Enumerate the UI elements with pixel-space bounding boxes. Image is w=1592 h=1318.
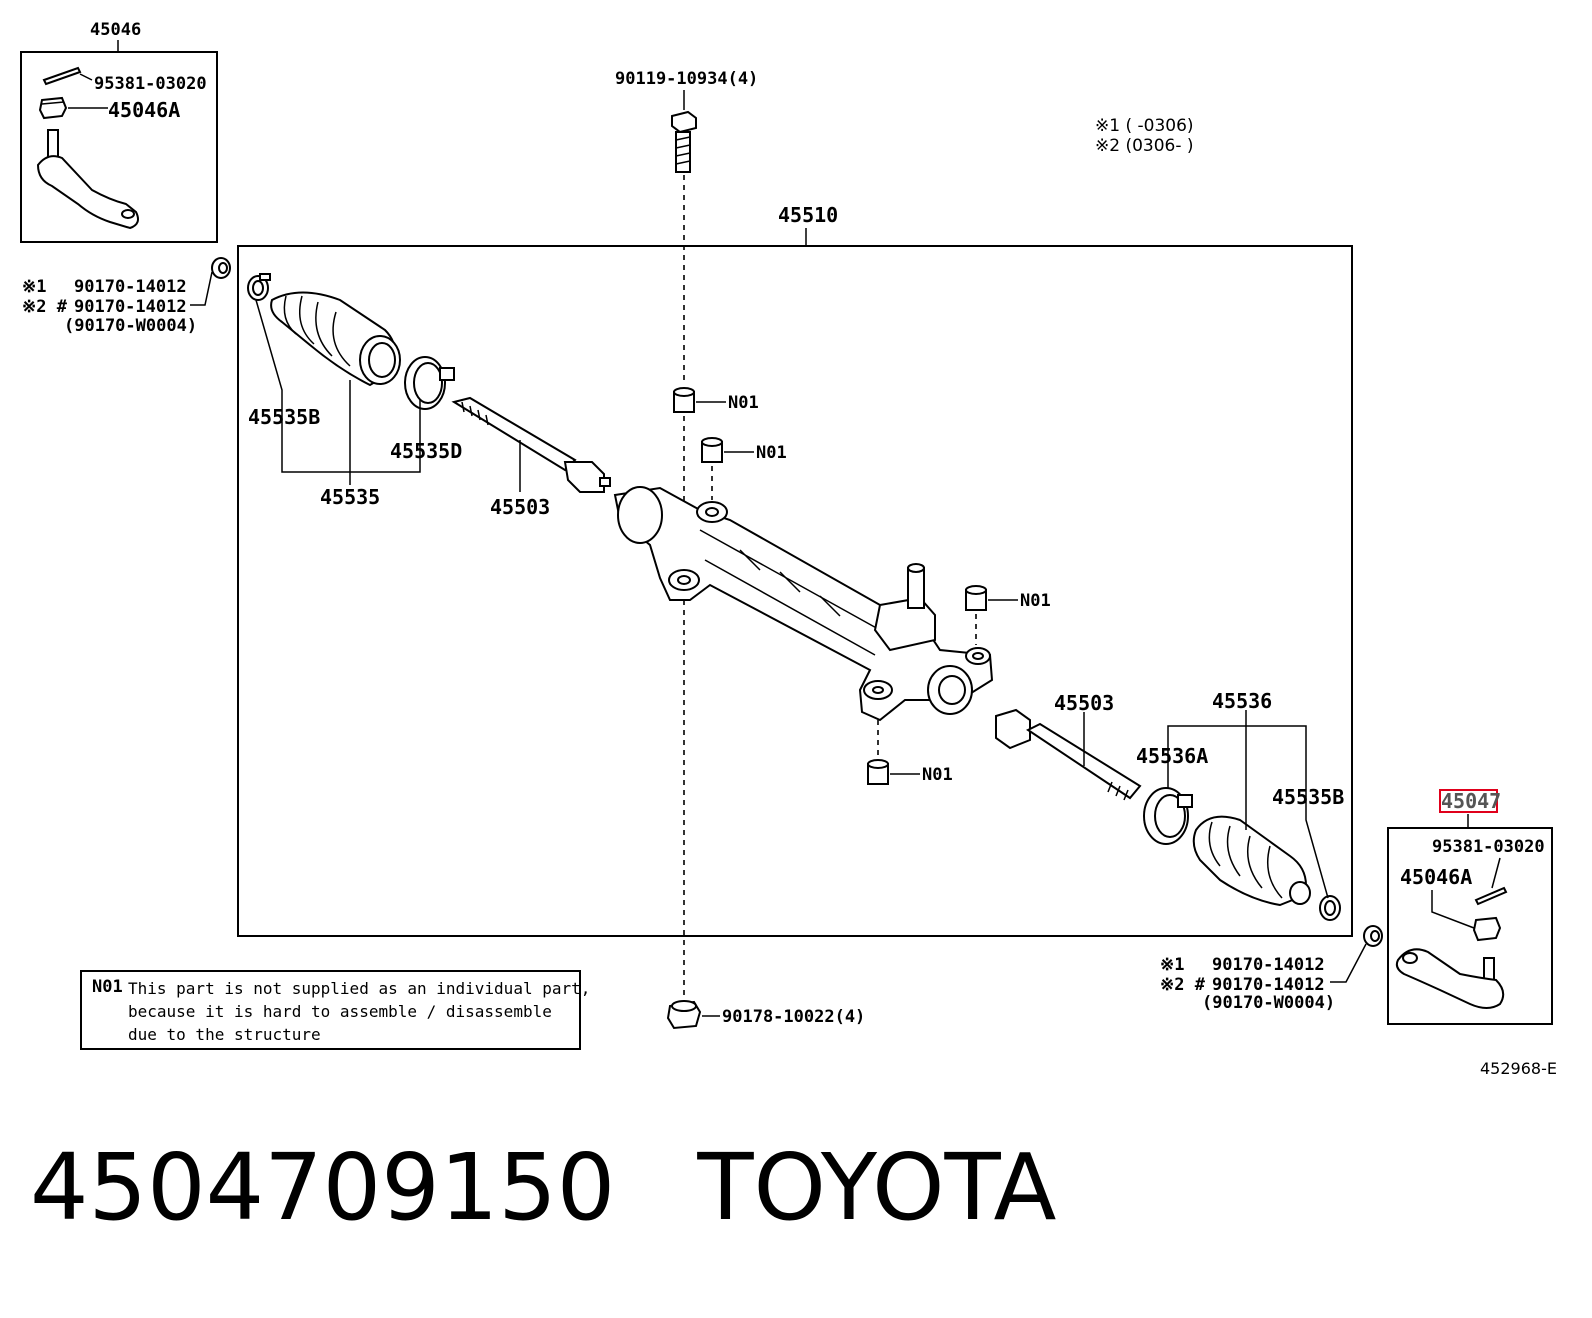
boot-left-icon — [270, 291, 401, 387]
left-mark-2: ※2 # — [22, 297, 68, 317]
right-part-90170-2: 90170-14012 — [1212, 975, 1325, 995]
inner-tie-rod-left-icon — [451, 396, 611, 493]
flange-nut-icon — [666, 1000, 702, 1030]
date-note-1: ※1 ( -0306) — [1095, 116, 1194, 136]
bushing-n01-c-icon — [965, 585, 987, 611]
label-45535: 45535 — [320, 485, 380, 509]
right-part-90170-1: 90170-14012 — [1212, 955, 1325, 975]
left-part-90170-2: 90170-14012 — [74, 297, 187, 317]
label-45535D: 45535D — [390, 439, 462, 463]
label-90178: 90178-10022(4) — [722, 1007, 865, 1027]
n01-note-box — [80, 970, 581, 1050]
inset-box-45046 — [20, 51, 218, 243]
inset-box-45047 — [1387, 827, 1553, 1025]
n01-note-line-2: because it is hard to assemble / disasse… — [128, 1002, 552, 1021]
left-part-90170-1: 90170-14012 — [74, 277, 187, 297]
bolt-icon — [671, 110, 697, 173]
date-note-2: ※2 (0306- ) — [1095, 136, 1194, 156]
label-45046A-br: 45046A — [1400, 865, 1472, 889]
bushing-n01-b-icon — [701, 437, 723, 463]
label-45536: 45536 — [1212, 689, 1272, 713]
label-45503-right: 45503 — [1054, 691, 1114, 715]
label-n01-c: N01 — [1020, 591, 1051, 611]
n01-note-line-1: This part is not supplied as an individu… — [128, 979, 590, 998]
label-45046A-tl: 45046A — [108, 98, 180, 122]
tie-rod-end-right-icon — [1395, 948, 1505, 1009]
label-45535B-right: 45535B — [1272, 785, 1344, 809]
cotter-pin-right-icon — [1474, 886, 1508, 906]
clamp-band-right-icon — [1143, 787, 1193, 845]
label-95381-br: 95381-03020 — [1432, 837, 1545, 857]
brand-name: TOYOTA — [697, 1134, 1057, 1241]
nut-icon — [38, 96, 68, 120]
label-45047: 45047 — [1441, 789, 1501, 813]
diagram-ref: 452968-E — [1480, 1059, 1557, 1078]
label-90119: 90119-10934(4) — [615, 69, 758, 89]
nut-right-icon — [1472, 916, 1502, 942]
highlight-45047 — [1439, 789, 1498, 813]
part-number: 4504709150 — [30, 1134, 616, 1241]
label-45503-left: 45503 — [490, 495, 550, 519]
right-mark-1: ※1 — [1160, 955, 1184, 975]
label-45535B-left: 45535B — [248, 405, 320, 429]
label-n01-a: N01 — [728, 393, 759, 413]
small-clamp-left-icon — [247, 273, 271, 301]
steering-rack-housing-icon — [613, 486, 994, 722]
boot-right-icon — [1192, 815, 1311, 907]
left-part-90170-w: (90170-W0004) — [64, 316, 197, 336]
n01-note-code: N01 — [92, 977, 123, 997]
small-clamp-right-icon — [1319, 895, 1341, 921]
bushing-n01-a-icon — [673, 387, 695, 413]
label-n01-b: N01 — [756, 443, 787, 463]
tie-rod-end-icon — [36, 129, 139, 230]
right-mark-2: ※2 # — [1160, 975, 1206, 995]
label-45046: 45046 — [90, 20, 141, 40]
n01-note-line-3: due to the structure — [128, 1025, 321, 1044]
clamp-nut-icon — [211, 257, 231, 279]
assembly-box-45510 — [237, 245, 1353, 937]
clamp-band-left-icon — [404, 356, 455, 410]
cotter-pin-icon — [42, 66, 82, 86]
left-mark-1: ※1 — [22, 277, 46, 297]
clamp-nut-right-icon — [1363, 925, 1383, 947]
label-45510: 45510 — [778, 203, 838, 227]
bushing-n01-d-icon — [867, 759, 889, 785]
right-part-90170-w: (90170-W0004) — [1202, 993, 1335, 1013]
inner-tie-rod-right-icon — [995, 708, 1142, 801]
label-95381-tl: 95381-03020 — [94, 74, 207, 94]
label-45536A: 45536A — [1136, 744, 1208, 768]
label-n01-d: N01 — [922, 765, 953, 785]
